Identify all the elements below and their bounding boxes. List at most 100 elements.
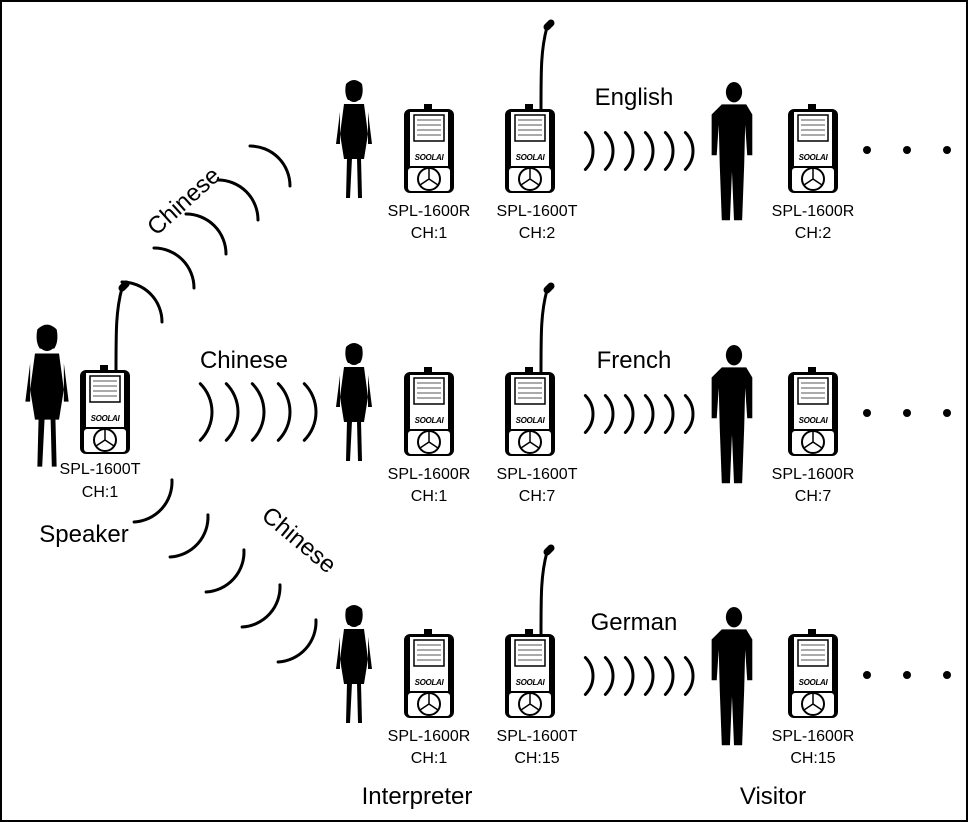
ellipsis-dot — [943, 671, 951, 679]
gooseneck-mic-icon — [539, 289, 549, 373]
visitor-receiver-model: SPL-1600R — [772, 203, 855, 220]
mic-head — [543, 282, 555, 294]
source-language-label: Chinese — [142, 162, 226, 241]
signal-wave-icon — [583, 394, 595, 434]
speaker-device-channel: CH:1 — [82, 484, 119, 501]
signal-wave-icon — [132, 478, 174, 524]
brand-logo: SOOLAI — [516, 678, 546, 687]
signal-wave-icon — [603, 656, 615, 696]
speaker-label: Speaker — [39, 521, 128, 548]
signal-wave-icon — [276, 618, 318, 664]
visitor-receiver-channel: CH:15 — [790, 750, 835, 767]
source-language-label: Chinese — [256, 502, 341, 579]
ellipsis-dot — [863, 409, 871, 417]
signal-wave-icon — [168, 513, 210, 559]
target-language-label: French — [597, 347, 672, 374]
signal-wave-icon — [643, 656, 655, 696]
signal-wave-icon — [623, 656, 635, 696]
ellipsis-dot — [903, 671, 911, 679]
visitor-receiver-model: SPL-1600R — [772, 728, 855, 745]
brand-logo: SOOLAI — [799, 678, 829, 687]
signal-wave-icon — [623, 394, 635, 434]
brand-logo: SOOLAI — [799, 416, 829, 425]
signal-wave-icon — [663, 656, 675, 696]
signal-wave-icon — [250, 382, 266, 442]
signal-wave-icon — [120, 280, 164, 324]
transmitter-model: SPL-1600T — [497, 203, 578, 220]
brand-logo: SOOLAI — [415, 678, 445, 687]
signal-wave-icon — [152, 246, 196, 290]
signal-wave-icon — [198, 382, 214, 442]
lcd-screen — [89, 375, 121, 403]
receiver-model: SPL-1600R — [388, 203, 471, 220]
signal-wave-icon — [663, 131, 675, 171]
signal-wave-icon — [643, 131, 655, 171]
transmitter-channel: CH:2 — [519, 225, 556, 242]
interpreter-silhouette — [336, 605, 372, 723]
lcd-screen — [797, 639, 829, 667]
gooseneck-mic-icon — [539, 551, 549, 635]
lcd-screen — [514, 377, 546, 405]
visitor-receiver: SOOLAI — [788, 104, 838, 193]
speaker-silhouette — [25, 324, 69, 467]
visitor-receiver-model: SPL-1600R — [772, 466, 855, 483]
interpreter-transmitter: SOOLAI — [505, 544, 555, 718]
signal-wave-icon — [216, 178, 260, 222]
brand-logo: SOOLAI — [799, 153, 829, 162]
brand-logo: SOOLAI — [91, 414, 121, 423]
ellipsis-dot — [863, 671, 871, 679]
signal-wave-icon — [302, 382, 318, 442]
receiver-model: SPL-1600R — [388, 728, 471, 745]
interpreter-transmitter: SOOLAI — [505, 282, 555, 456]
gooseneck-mic-icon — [114, 287, 124, 371]
source-language-label: Chinese — [200, 347, 288, 374]
receiver-channel: CH:1 — [411, 225, 448, 242]
signal-wave-icon — [643, 394, 655, 434]
visitor-receiver-channel: CH:2 — [795, 225, 832, 242]
signal-wave-icon — [683, 394, 695, 434]
brand-logo: SOOLAI — [516, 416, 546, 425]
mic-head — [118, 280, 130, 292]
signal-wave-icon — [224, 382, 240, 442]
visitor-receiver: SOOLAI — [788, 629, 838, 718]
visitor-silhouette — [711, 607, 753, 746]
signal-wave-icon — [603, 131, 615, 171]
lcd-screen — [413, 377, 445, 405]
ellipsis-dot — [943, 409, 951, 417]
signal-wave-icon — [623, 131, 635, 171]
ellipsis-dot — [943, 146, 951, 154]
signal-wave-icon — [603, 394, 615, 434]
signal-wave-icon — [248, 144, 292, 188]
signal-wave-icon — [240, 583, 282, 629]
target-language-label: German — [591, 609, 678, 636]
visitor-receiver: SOOLAI — [788, 367, 838, 456]
interpreter-receiver: SOOLAI — [404, 104, 454, 193]
mic-head — [543, 544, 555, 556]
receiver-channel: CH:1 — [411, 488, 448, 505]
visitor-column-label: Visitor — [740, 783, 806, 810]
signal-wave-icon — [204, 548, 246, 594]
signal-wave-icon — [276, 382, 292, 442]
lcd-screen — [413, 114, 445, 142]
signal-wave-icon — [683, 131, 695, 171]
brand-logo: SOOLAI — [415, 416, 445, 425]
transmitter-model: SPL-1600T — [497, 466, 578, 483]
interpreter-transmitter: SOOLAI — [505, 19, 555, 193]
brand-logo: SOOLAI — [415, 153, 445, 162]
transmitter-channel: CH:7 — [519, 488, 556, 505]
lcd-screen — [797, 377, 829, 405]
lcd-screen — [413, 639, 445, 667]
transmitter-channel: CH:15 — [514, 750, 559, 767]
brand-logo: SOOLAI — [516, 153, 546, 162]
speaker-transmitter: SOOLAI — [80, 280, 130, 454]
interpreter-receiver: SOOLAI — [404, 629, 454, 718]
visitor-silhouette — [711, 82, 753, 221]
signal-wave-icon — [184, 212, 228, 256]
signal-wave-icon — [583, 656, 595, 696]
visitor-silhouette — [711, 345, 753, 484]
interpreter-receiver: SOOLAI — [404, 367, 454, 456]
lcd-screen — [514, 114, 546, 142]
receiver-channel: CH:1 — [411, 750, 448, 767]
lcd-screen — [797, 114, 829, 142]
